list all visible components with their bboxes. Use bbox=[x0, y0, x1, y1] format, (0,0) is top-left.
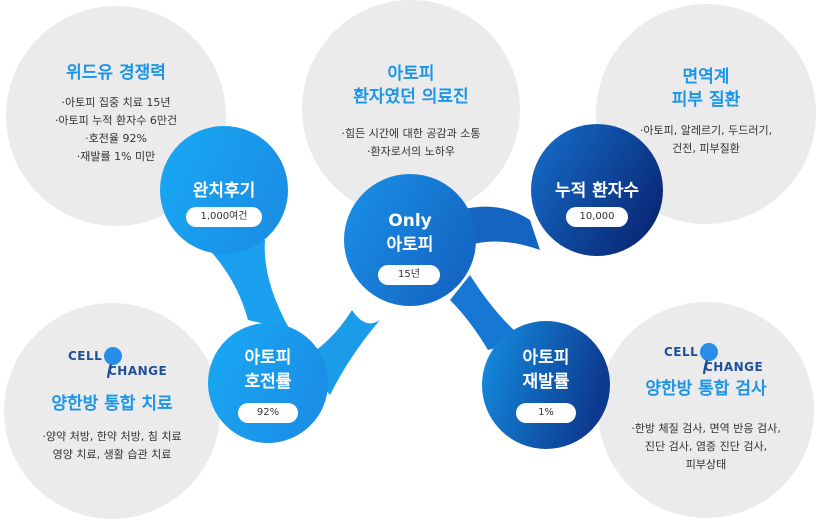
exam-item: 진단 검사, 염증 진단 검사, bbox=[644, 440, 768, 453]
patient-clinic-item: ·힘든 시간에 대한 공감과 소통 bbox=[341, 127, 481, 140]
blob-relapse bbox=[482, 321, 610, 449]
wide-circle: 위드유 경쟁력 ·아토피 집중 치료 15년 ·아토피 누적 환자수 6만건 ·… bbox=[6, 6, 226, 226]
treatment-item: ·양약 처방, 한약 처방, 침 치료 bbox=[42, 430, 182, 443]
improve-value: 92% bbox=[238, 403, 298, 423]
cell-change-logo-mark bbox=[700, 343, 718, 375]
relapse-label: 아토피 재발률 bbox=[486, 346, 606, 394]
treatment-list: ·양약 처방, 한약 처방, 침 치료 영양 치료, 생활 습관 치료 bbox=[4, 428, 220, 464]
only-label: Only 아토피 bbox=[350, 209, 470, 257]
relapse-label-line1: 아토피 bbox=[522, 348, 570, 368]
immune-title-line1: 면역계 bbox=[682, 67, 730, 87]
wide-item: ·아토피 누적 환자수 6만건 bbox=[54, 114, 178, 127]
improve-label-line2: 호전률 bbox=[244, 372, 292, 392]
wide-title: 위드유 경쟁력 bbox=[66, 63, 166, 83]
patient-clinic-title: 아토피 환자였던 의료진 bbox=[302, 63, 520, 109]
connector-review-improve bbox=[200, 240, 290, 330]
connector-only-cumulative bbox=[460, 206, 540, 250]
exam-list: ·한방 체질 검사, 면역 반응 검사, 진단 검사, 염증 진단 검사, 피부… bbox=[598, 420, 814, 474]
relapse-label-line2: 재발률 bbox=[522, 372, 570, 392]
immune-title: 면역계 피부 질환 bbox=[596, 66, 816, 112]
exam-circle: CELL CHANGE 양한방 통합 검사 ·한방 체질 검사, 면역 반응 검… bbox=[598, 302, 814, 518]
logo-change-text: CHANGE bbox=[108, 364, 168, 378]
review-value: 1,000여건 bbox=[186, 207, 262, 227]
blob-cumulative bbox=[531, 124, 663, 256]
immune-title-line2: 피부 질환 bbox=[671, 90, 741, 110]
treatment-item: 영양 치료, 생활 습관 치료 bbox=[52, 448, 172, 461]
patient-clinic-title-line1: 아토피 bbox=[387, 64, 435, 84]
patient-clinic-item: ·환자로서의 노하우 bbox=[367, 145, 455, 158]
cell-change-logo: CELL CHANGE bbox=[660, 342, 764, 376]
wide-item: ·아토피 집중 치료 15년 bbox=[61, 96, 171, 109]
treatment-circle: CELL CHANGE 양한방 통합 치료 ·양약 처방, 한약 처방, 침 치… bbox=[4, 303, 220, 519]
patient-clinic-list: ·힘든 시간에 대한 공감과 소통 ·환자로서의 노하우 bbox=[302, 125, 520, 161]
only-label-line2: 아토피 bbox=[386, 235, 434, 255]
connector-only-relapse bbox=[450, 275, 525, 350]
wide-item: ·재발률 1% 미만 bbox=[76, 150, 156, 163]
relapse-value: 1% bbox=[516, 403, 576, 423]
logo-cell-text: CELL bbox=[664, 345, 699, 359]
only-value: 15년 bbox=[378, 265, 440, 285]
immune-item: 건전, 피부질환 bbox=[672, 142, 740, 155]
wide-list: ·아토피 집중 치료 15년 ·아토피 누적 환자수 6만건 ·호전율 92% … bbox=[6, 94, 226, 166]
blob-only bbox=[344, 174, 476, 306]
improve-label: 아토피 호전률 bbox=[208, 346, 328, 394]
improve-label-line1: 아토피 bbox=[244, 348, 292, 368]
wide-item: ·호전율 92% bbox=[85, 132, 147, 145]
immune-item: ·아토피, 알레르기, 두드러기, bbox=[639, 124, 773, 137]
cumulative-label: 누적 환자수 bbox=[554, 181, 640, 201]
logo-change-text: CHANGE bbox=[704, 360, 764, 374]
only-label-line1: Only bbox=[388, 211, 432, 231]
immune-list: ·아토피, 알레르기, 두드러기, 건전, 피부질환 bbox=[596, 122, 816, 158]
review-label: 완치후기 bbox=[192, 181, 256, 201]
patient-clinic-title-line2: 환자였던 의료진 bbox=[353, 87, 469, 107]
cell-change-logo-mark bbox=[104, 347, 122, 379]
exam-title: 양한방 통합 검사 bbox=[645, 379, 767, 399]
exam-item: ·한방 체질 검사, 면역 반응 검사, bbox=[631, 422, 781, 435]
exam-item: 피부상태 bbox=[685, 458, 727, 471]
cumulative-value: 10,000 bbox=[566, 207, 628, 227]
treatment-title: 양한방 통합 치료 bbox=[51, 394, 173, 414]
cell-change-logo: CELL CHANGE bbox=[64, 346, 168, 380]
logo-cell-text: CELL bbox=[68, 349, 103, 363]
